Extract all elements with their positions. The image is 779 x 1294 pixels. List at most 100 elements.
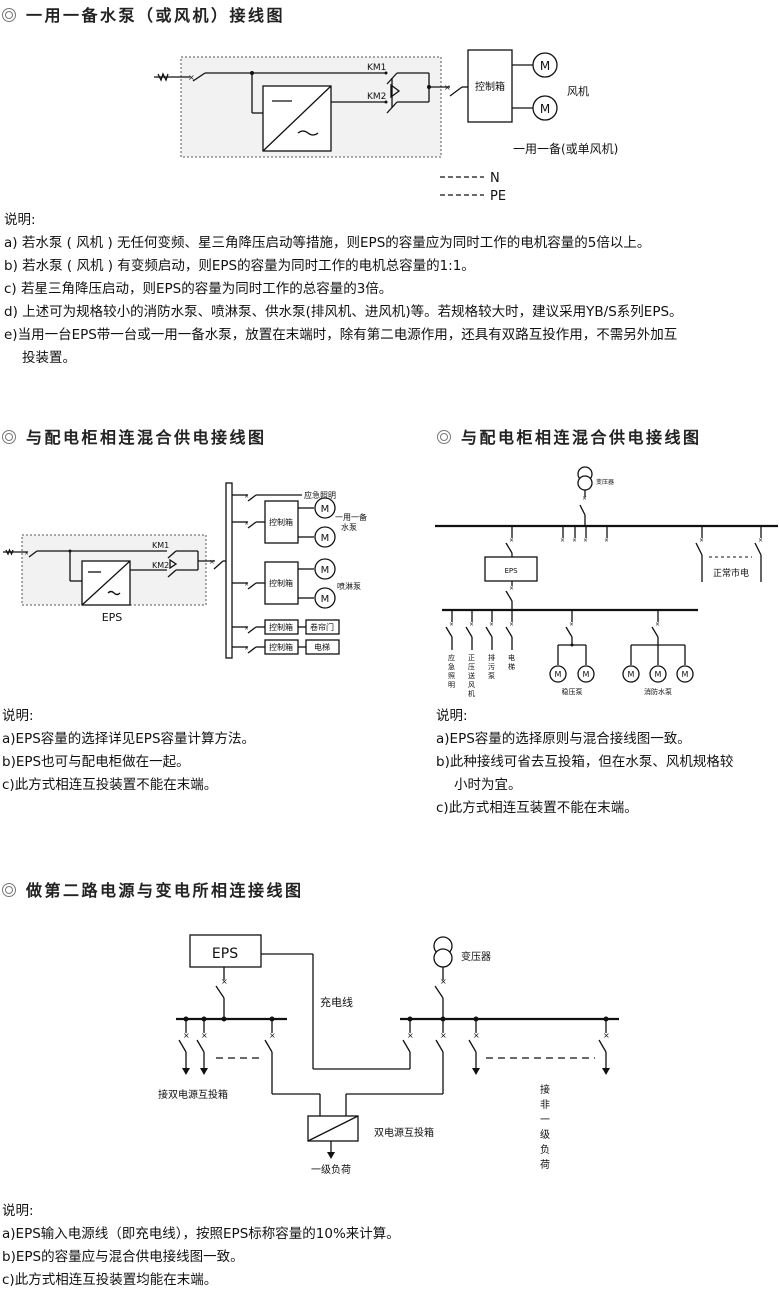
diagram-label: × — [209, 558, 215, 566]
diagram-label: × — [244, 520, 249, 527]
diagram-label: 照 — [448, 672, 455, 680]
motor-icon — [314, 526, 336, 548]
note-item: c)此方式相连互投装置均能在末端。 — [2, 1272, 218, 1288]
eps-box — [189, 934, 262, 968]
note-item: a)EPS容量的选择原则与混合接线图一致。 — [436, 731, 691, 747]
to-ats-box-label: 接双电源互投箱 — [158, 1088, 228, 1101]
diagram-label: × — [569, 621, 574, 628]
note-item: 投装置。 — [22, 350, 76, 366]
wiring-line — [505, 542, 513, 554]
diagram-label: 级 — [540, 1129, 550, 1141]
motor-icon — [532, 52, 558, 78]
load-label: 应 — [448, 653, 455, 662]
note-item: a) 若水泵 ( 风机 ) 无任何变频、星三角降压启动等措施，则EPS的容量应为… — [4, 235, 651, 251]
diagram-label: × — [560, 537, 565, 544]
diagram-label: × — [24, 550, 29, 557]
diagram-label: 接 — [540, 1083, 550, 1096]
diagram-caption: 一用一备(或单风机) — [513, 142, 618, 156]
note-item: c) 若星三角降压启动，则EPS的容量为同时工作的总容量的3倍。 — [4, 281, 393, 297]
input-breaker-icon — [192, 72, 206, 82]
diagram-label: × — [473, 1031, 480, 1040]
wiring-line — [505, 626, 513, 638]
diagram-label: 泵 — [488, 672, 495, 680]
second-source-substation-diagram: EPS × 充电线 × × × 接双电源互投箱 变压器 × × × × × 接非… — [158, 934, 619, 1176]
load-label: 排 — [488, 653, 495, 662]
diagram-label: × — [244, 645, 249, 652]
diagram-label: × — [758, 537, 763, 544]
diagram-label: 水泵 — [341, 522, 357, 532]
wiring-line — [579, 504, 586, 516]
wiring-line — [167, 569, 177, 578]
wiring-line — [215, 985, 225, 999]
interlock-icon — [390, 83, 401, 99]
wiring-line — [402, 1039, 411, 1053]
diagram-label: 负 — [540, 1143, 550, 1156]
diagram-label: 电梯 — [314, 642, 330, 652]
diagram-label: × — [440, 1031, 447, 1040]
diagram-label: EPS — [504, 567, 518, 575]
note-item: c)此方式相连互投装置不能在末端。 — [2, 777, 218, 793]
diagram-label: × — [407, 1031, 414, 1040]
wiring-line — [307, 1115, 359, 1142]
motor-icon — [649, 665, 667, 683]
motor-icon — [622, 665, 640, 683]
section3-title: 与配电柜相连混合供电接线图 — [437, 424, 702, 448]
wiring-line — [178, 1039, 187, 1053]
diagram-label: × — [244, 581, 249, 588]
control-box — [264, 500, 299, 544]
diagram-label: × — [201, 1031, 208, 1040]
double-circle-bullet-icon — [2, 8, 16, 22]
charging-line-label: 充电线 — [320, 995, 353, 1009]
legend-n-label: N — [490, 171, 500, 186]
section2-notes: 说明: a)EPS容量的选择详见EPS容量计算方法。 b)EPS也可与配电柜做在… — [2, 705, 255, 797]
booster-pump-label: 稳压泵 — [562, 687, 583, 696]
note-item: b)此种接线可省去互投箱，但在水泵、风机规格较 — [436, 754, 734, 770]
fan-label: 风机 — [567, 84, 589, 98]
diagram-label: × — [699, 537, 704, 544]
diagram-label: 风 — [468, 681, 475, 689]
output-breaker-icon — [449, 86, 463, 97]
arrow-down-icon — [182, 1068, 190, 1075]
diagram-label: M — [555, 670, 562, 679]
wiring-line — [468, 1039, 477, 1053]
control-box — [467, 49, 513, 123]
interlock-icon — [169, 558, 178, 570]
diagram-label: M — [321, 594, 330, 605]
wiring-line — [221, 1016, 227, 1022]
note-item: c)此方式相连互装置不能在末端。 — [436, 800, 638, 816]
note-item: b)EPS也可与配电柜做在一起。 — [2, 754, 190, 770]
section3-notes: 说明: a)EPS容量的选择原则与混合接线图一致。 b)此种接线可省去互投箱，但… — [436, 705, 733, 820]
wiring-line — [754, 542, 762, 556]
diagram-label: M — [655, 670, 662, 679]
diagram-label: 机 — [468, 689, 475, 698]
transformer-label: 变压器 — [596, 478, 614, 486]
load-label: 正 — [468, 654, 475, 662]
diagram-label: M — [321, 565, 330, 576]
wiring-line — [577, 475, 593, 491]
load-label: 电 — [508, 653, 515, 662]
wiring-line — [445, 626, 453, 638]
diagram-label: × — [444, 83, 451, 92]
note-item: 小时为宜。 — [454, 777, 522, 793]
shutter-door-box — [305, 619, 340, 635]
diagram-label: × — [449, 621, 454, 628]
wiring-line — [505, 590, 513, 602]
section4-title: 做第二路电源与变电所相连接线图 — [2, 877, 304, 901]
note-item: e)当用一台EPS带一台或一用一备水泵，放置在末端时，除有第二电源作用，还具有双… — [4, 327, 678, 343]
motor-icon — [676, 665, 694, 683]
km2-label: KM2 — [367, 92, 386, 102]
emergency-lighting-label: 应急照明 — [304, 490, 336, 500]
wiring-line — [435, 1039, 444, 1053]
notes-title: 说明: — [2, 1203, 34, 1219]
motor-icon — [532, 95, 558, 121]
wiring-line — [196, 1039, 205, 1053]
diagram-label: × — [269, 1031, 276, 1040]
busbar — [225, 482, 233, 659]
km1-label: KM1 — [367, 63, 386, 73]
wiring-line — [433, 948, 453, 968]
diagram-label: 污 — [488, 663, 495, 671]
diagram-label: 急 — [448, 662, 455, 671]
wiring-line — [247, 646, 257, 654]
arrow-down-icon — [472, 1068, 480, 1075]
